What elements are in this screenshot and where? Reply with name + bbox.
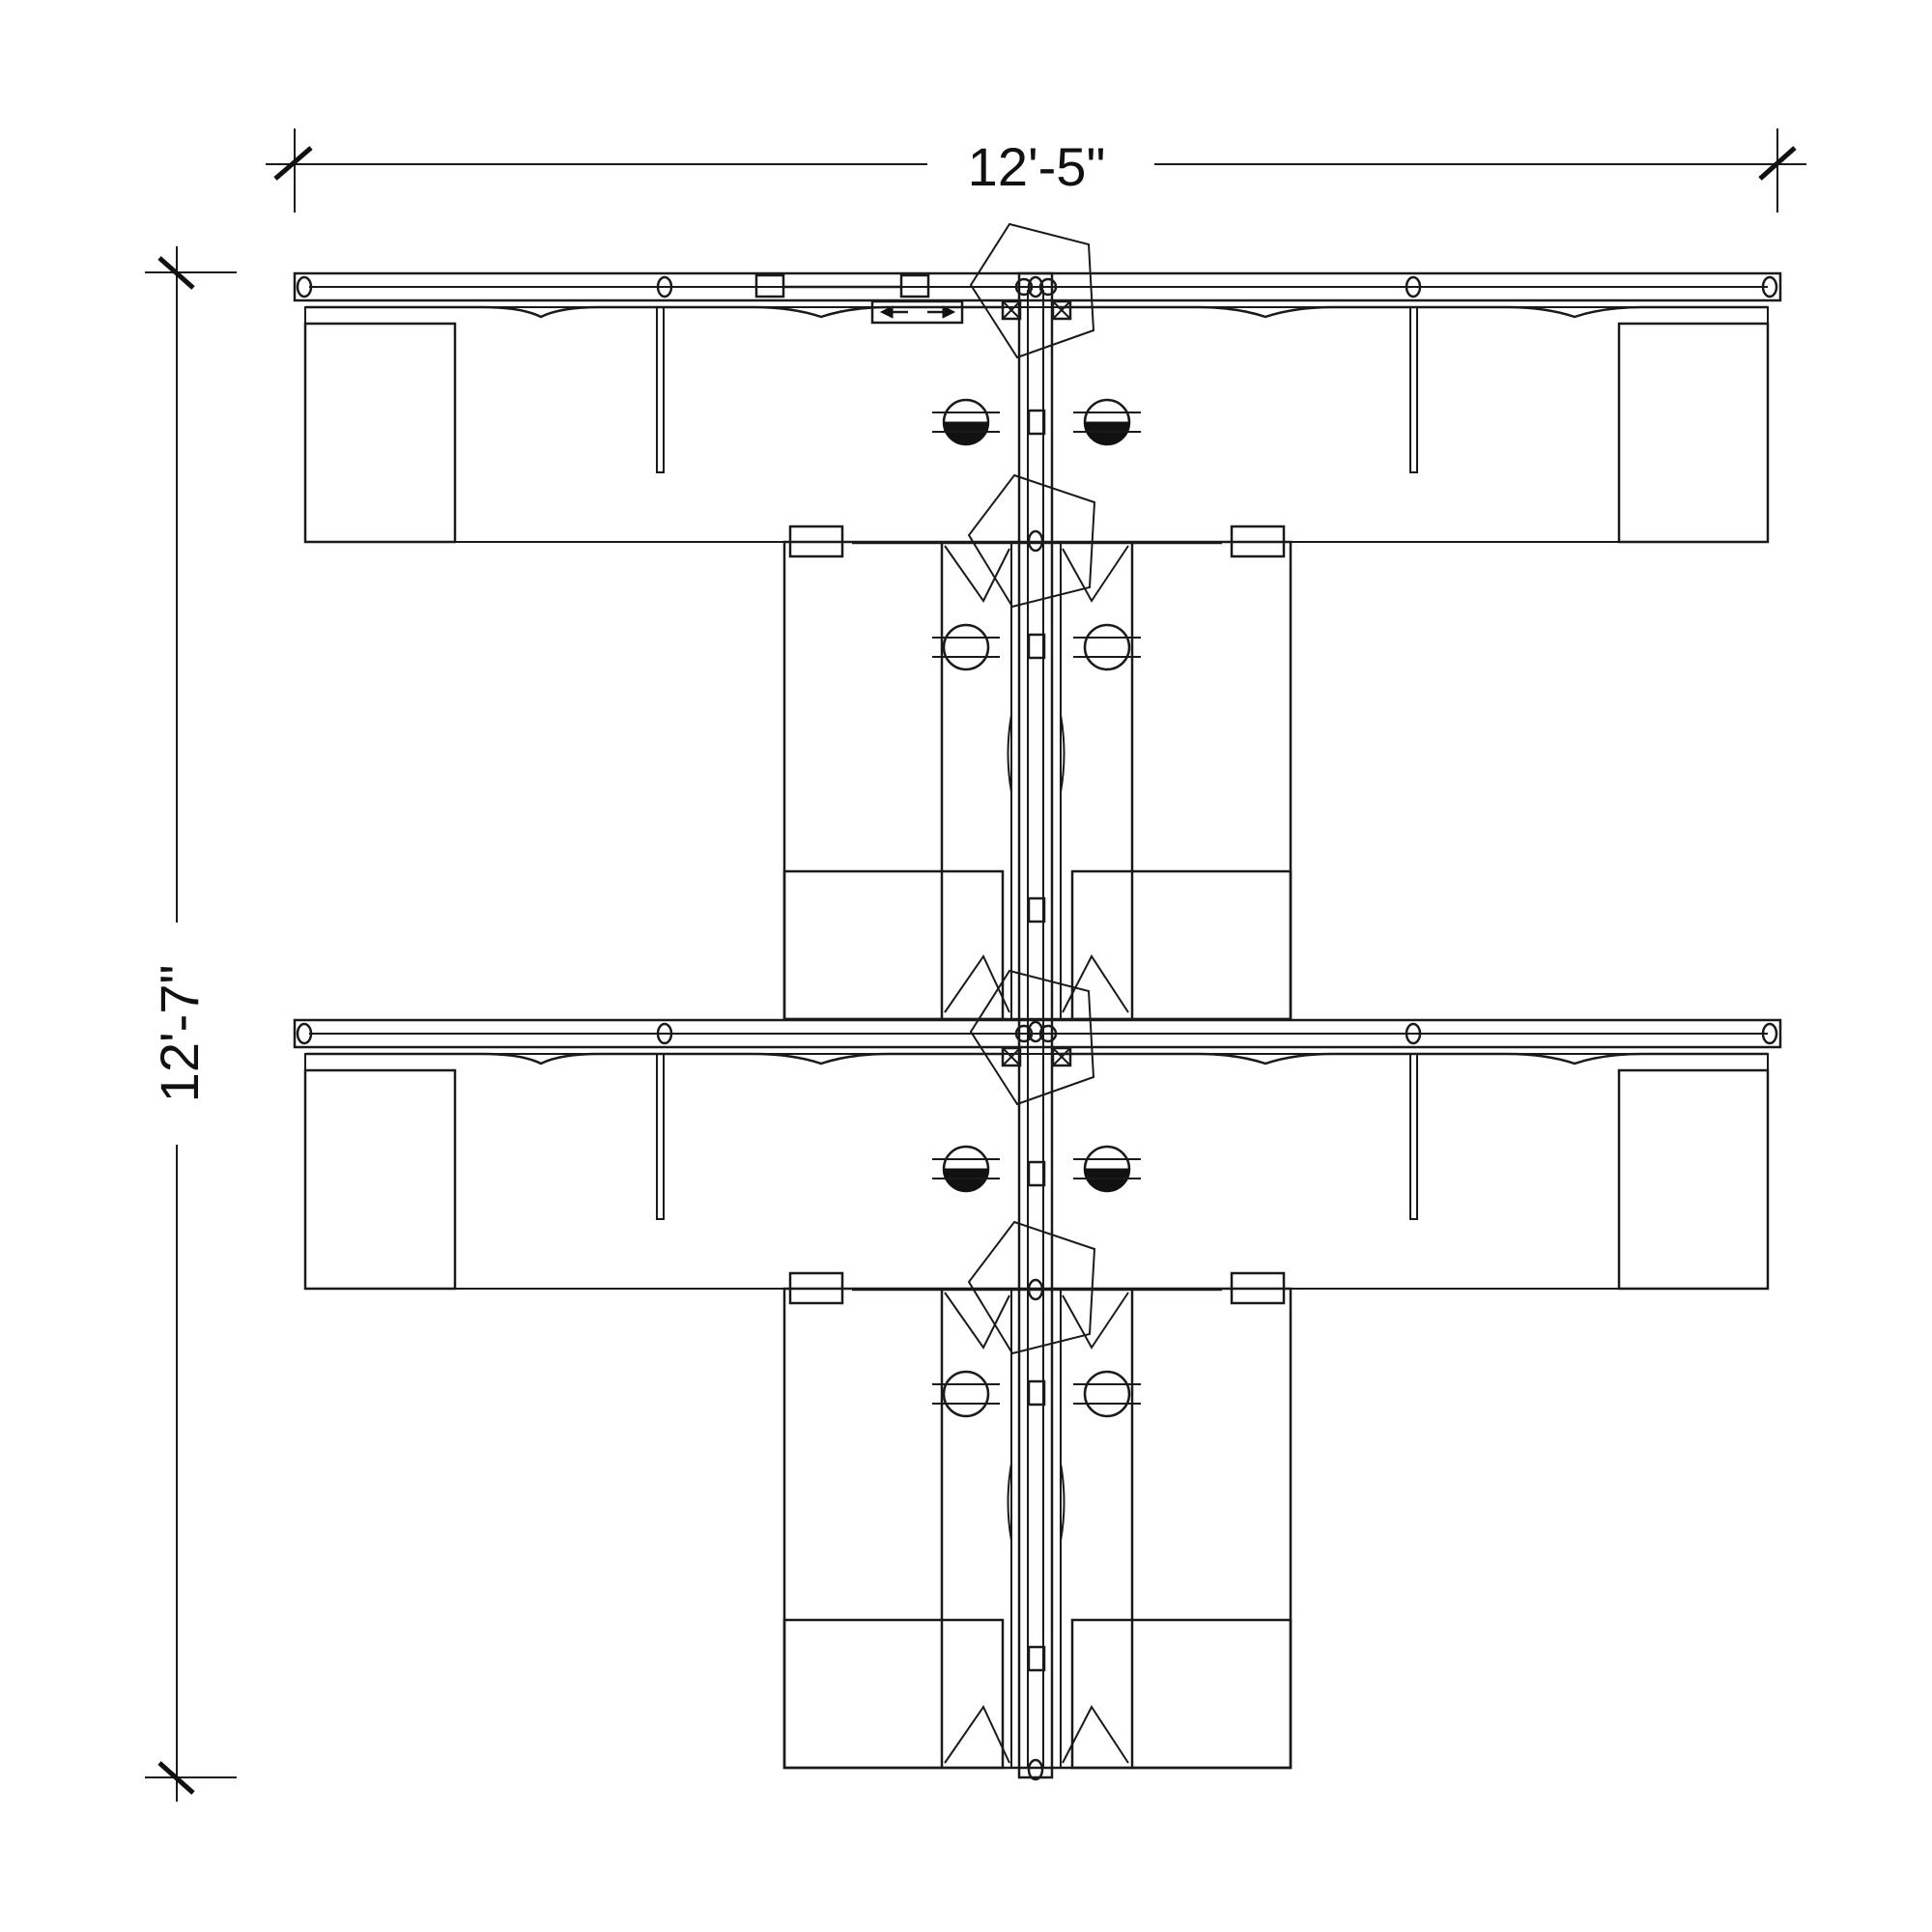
panel-post [296,1022,313,1045]
chair-icon [1073,623,1141,671]
privacy-fin [656,1053,665,1220]
panel-post [1405,275,1422,298]
pedestal-right [1617,322,1770,544]
chair-icon [932,1370,1000,1418]
outlet-box-icon [1001,1046,1072,1067]
height-label: 12'-7" [149,965,210,1103]
desk-edge [306,305,1768,319]
task-lamp [967,473,1096,609]
outlet-box-icon [1001,299,1072,321]
panel-post [656,275,673,298]
pedestal [782,1618,1005,1770]
panel-clip [788,525,844,558]
work-surface [304,306,1769,543]
privacy-fin [1409,306,1418,473]
privacy-fin [1409,1053,1418,1220]
workstation-module-lower [293,969,1782,1291]
task-lamp [969,222,1095,359]
desk-pair-lower [782,1220,1293,1770]
panel-post [1761,275,1778,298]
privacy-fin [656,306,665,473]
pedestal-right [1617,1068,1770,1291]
width-label: 12'-5" [968,136,1106,197]
panel-clip [1230,1271,1286,1305]
desk-pair-upper [782,473,1293,1021]
pedestal-left [303,322,457,544]
chair-icon [1073,1145,1141,1193]
workstation-module-upper [293,222,1782,544]
height-dimension: 12'-7" [145,246,237,1802]
task-lamp [969,969,1095,1106]
work-surface [304,1053,1769,1290]
panel-clip [1230,525,1286,558]
panel-post [296,275,313,298]
spine-panel [293,1018,1782,1049]
panel-post [1405,1022,1422,1045]
chair-icon [1073,398,1141,446]
sliding-arrow-icon [870,299,964,325]
pedestal [1070,1618,1293,1770]
pedestal-left [303,1068,457,1291]
pedestal [782,869,1005,1021]
panel-post [656,1022,673,1045]
width-dimension: 12'-5" [266,128,1806,213]
task-lamp [967,1220,1096,1355]
chair-icon [932,1145,1000,1193]
panel-clip [788,1271,844,1305]
chair-icon [932,623,1000,671]
chair-icon [932,398,1000,446]
pedestal [1070,869,1293,1021]
desk-edge [306,1052,1768,1065]
panel-post [1761,1022,1778,1045]
chair-icon [1073,1370,1141,1418]
